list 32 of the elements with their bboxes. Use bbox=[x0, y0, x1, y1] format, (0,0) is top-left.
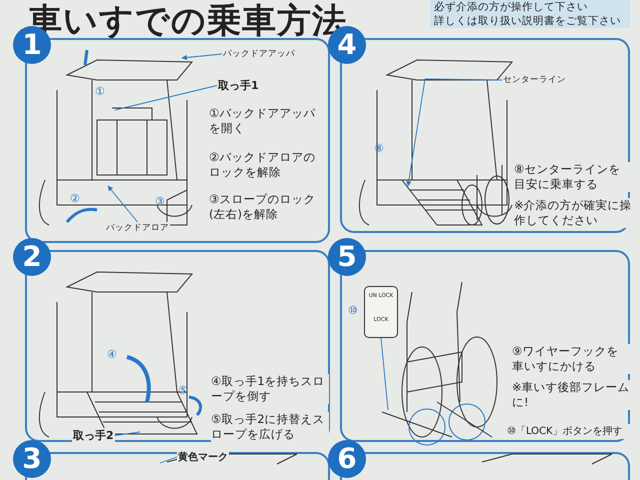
callout-number: ① bbox=[95, 85, 105, 98]
step-number-badge: 5 bbox=[328, 238, 366, 276]
step-number-badge: 3 bbox=[13, 440, 51, 478]
step-number-badge: 6 bbox=[328, 440, 366, 478]
note-text: 必ず介添の方が操作して下さい bbox=[430, 0, 630, 14]
instruction-text: ④取っ手1を持ちスロープを倒す bbox=[211, 374, 329, 404]
instruction-text: ⑩「LOCK」ボタンを押す bbox=[507, 424, 632, 439]
callout-label: バックドアロア bbox=[105, 222, 170, 234]
instruction-text: ⑤取っ手2に持替えスロープを広げる bbox=[211, 412, 329, 442]
instruction-text: ※車いす後部フレームに! bbox=[512, 380, 630, 410]
leader-line bbox=[108, 186, 138, 222]
callout-label: バックドアアッパ bbox=[222, 48, 296, 60]
callout-number: ⑩ bbox=[348, 304, 358, 317]
callout-label: 取っ手1 bbox=[217, 78, 260, 93]
leader-line bbox=[380, 338, 388, 410]
callout-number: ② bbox=[70, 192, 80, 205]
callout-number: ④ bbox=[107, 348, 117, 361]
switch-panel bbox=[364, 286, 398, 338]
callout-label: 取っ手2 bbox=[72, 428, 115, 443]
leader-line bbox=[114, 432, 140, 436]
leader-line bbox=[406, 78, 502, 187]
instruction-text: ⑧センターラインを目安に乗車する bbox=[514, 162, 632, 192]
leader-line bbox=[181, 54, 222, 60]
note-text: 詳しくは取り扱い説明書をご覧下さい bbox=[430, 14, 630, 28]
callout-number: ③ bbox=[155, 195, 165, 208]
callout-label: センターライン bbox=[502, 74, 567, 86]
instruction-text: ⑨ワイヤーフックを車いすにかける bbox=[512, 344, 630, 374]
instruction-text: ※介添の方が確実に操作してください bbox=[514, 198, 632, 228]
leader-line bbox=[160, 456, 178, 464]
step-number-badge: 2 bbox=[13, 238, 51, 276]
leader-line bbox=[114, 85, 218, 110]
callout-label: 黄色マーク bbox=[177, 450, 229, 464]
